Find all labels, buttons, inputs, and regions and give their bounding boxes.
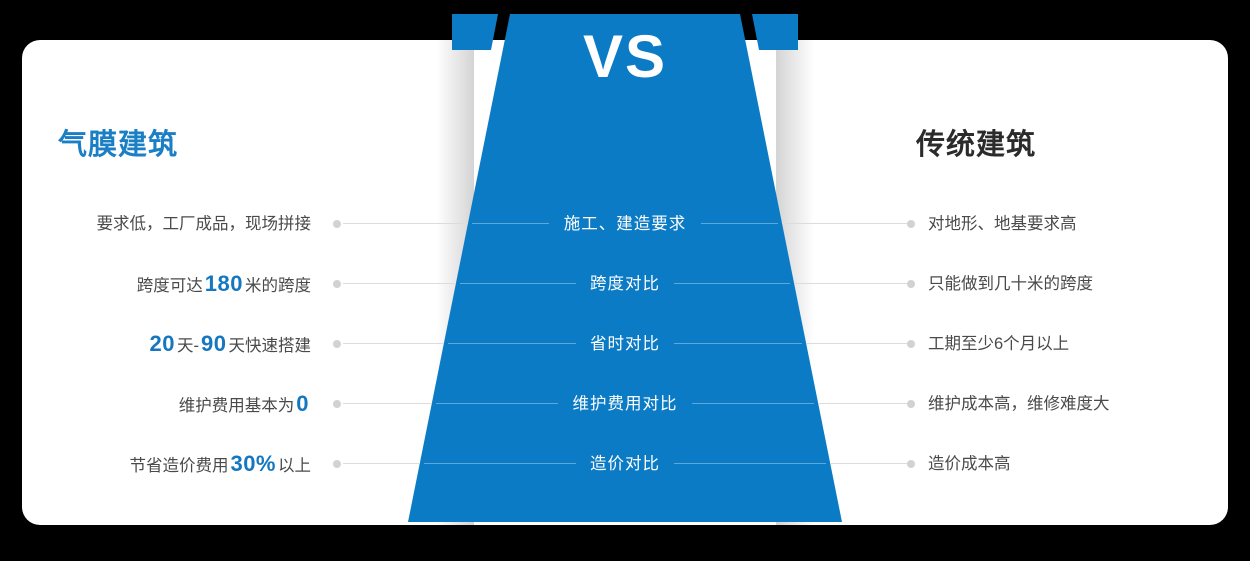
row-right-text: 只能做到几十米的跨度 xyxy=(928,275,1093,293)
row-right-text: 工期至少6个月以上 xyxy=(928,335,1070,353)
row-left-segment: 天- xyxy=(177,337,200,355)
connector-line-left xyxy=(343,283,456,284)
row-left-text: 要求低，工厂成品，现场拼接 xyxy=(97,209,312,239)
row-category-label: 造价对比 xyxy=(590,455,660,473)
row-right-text: 造价成本高 xyxy=(928,455,1011,473)
connector-line-right xyxy=(830,463,907,464)
banner-hairline-left xyxy=(472,223,550,224)
banner-hairline-left xyxy=(423,463,576,464)
row-category-label: 施工、建造要求 xyxy=(563,215,687,233)
row-left-segment: 要求低，工厂成品，现场拼接 xyxy=(96,215,312,233)
connector-line-left xyxy=(343,403,432,404)
connector-dot-left xyxy=(333,220,341,228)
connector-line-left xyxy=(343,463,420,464)
page-title-left: 气膜建筑 xyxy=(58,129,179,161)
row-left-segment: 米的跨度 xyxy=(245,277,311,295)
banner-hairline-right xyxy=(674,463,827,464)
row-left-text: 节省造价费用30%以上 xyxy=(129,449,311,479)
row-right-text: 对地形、地基要求高 xyxy=(928,215,1077,233)
vs-label: VS xyxy=(582,23,668,90)
connector-dot-right xyxy=(907,460,915,468)
banner-hairline-right xyxy=(691,403,815,404)
banner-hairline-left xyxy=(435,403,559,404)
row-left-segment: 天快速搭建 xyxy=(228,337,312,355)
connector-dot-right xyxy=(907,340,915,348)
row-left-highlight: 90 xyxy=(201,331,227,356)
banner-hairline-left xyxy=(459,283,576,284)
connector-dot-left xyxy=(333,280,341,288)
row-left-highlight: 180 xyxy=(204,271,243,296)
comparison-row: 节省造价费用30%以上 造价对比 造价成本高 xyxy=(0,449,1250,479)
banner-hairline-left xyxy=(447,343,576,344)
row-left-segment: 维护费用基本为 xyxy=(178,397,295,415)
connector-dot-left xyxy=(333,460,341,468)
row-left-segment: 以上 xyxy=(278,457,311,475)
connector-line-left xyxy=(343,343,444,344)
connector-line-left xyxy=(343,223,469,224)
connector-line-right xyxy=(794,283,907,284)
row-left-segment: 跨度可达 xyxy=(136,277,203,295)
row-left-highlight: 0 xyxy=(296,391,309,416)
banner-hairline-right xyxy=(700,223,778,224)
connector-dot-right xyxy=(907,400,915,408)
page-title-right: 传统建筑 xyxy=(916,129,1037,161)
row-left-highlight: 20 xyxy=(149,331,176,356)
comparison-row: 维护费用基本为0 维护费用对比 维护成本高，维修难度大 xyxy=(0,389,1250,419)
connector-dot-right xyxy=(907,220,915,228)
row-left-highlight: 30% xyxy=(230,451,276,476)
banner-hairline-right xyxy=(674,343,803,344)
comparison-row: 要求低，工厂成品，现场拼接 施工、建造要求 对地形、地基要求高 xyxy=(0,209,1250,239)
banner-hairline-right xyxy=(674,283,790,284)
connector-line-right xyxy=(806,343,907,344)
row-category-label: 跨度对比 xyxy=(590,275,660,293)
connector-dot-left xyxy=(333,340,341,348)
connector-dot-right xyxy=(907,280,915,288)
row-category-label: 维护费用对比 xyxy=(572,395,678,413)
connector-line-right xyxy=(781,223,907,224)
row-category-label: 省时对比 xyxy=(590,335,660,353)
row-left-text: 维护费用基本为0 xyxy=(179,389,311,419)
row-left-segment: 节省造价费用 xyxy=(129,457,229,475)
connector-line-right xyxy=(818,403,907,404)
connector-dot-left xyxy=(333,400,341,408)
row-right-text: 维护成本高，维修难度大 xyxy=(928,395,1110,413)
